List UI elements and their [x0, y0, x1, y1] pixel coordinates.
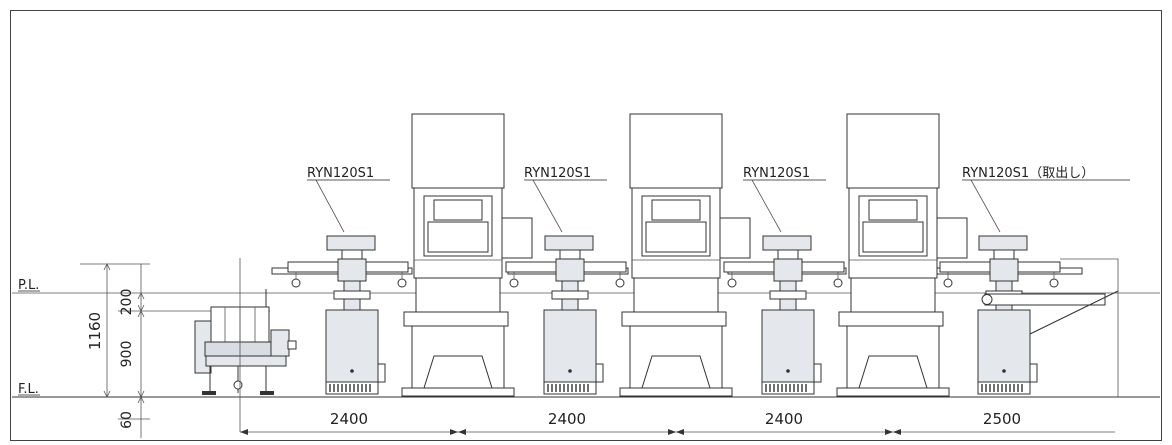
destacker-feeder-machine — [194, 289, 297, 395]
dim-lower-height: 900 — [119, 341, 135, 368]
pitch-dim-3: 2400 — [765, 410, 803, 428]
robot-unit-2 — [505, 235, 627, 395]
press-machine-3 — [836, 113, 968, 397]
robot-labels: RYN120S1 RYN120S1 RYN120S1 RYN120S1（取出し） — [307, 166, 1130, 233]
robot-unit-1 — [287, 235, 409, 395]
pitch-dimensions: 2400 2400 2400 2500 — [240, 410, 1115, 435]
level-labels: P.L. F.L. — [18, 278, 40, 397]
pl-label: P.L. — [18, 278, 39, 293]
robot-units — [287, 235, 1061, 395]
dim-upper-height: 200 — [119, 289, 135, 316]
pitch-dim-1: 2400 — [330, 410, 368, 428]
press-machine-2 — [619, 113, 751, 397]
vertical-dimensions: 1160 200 900 60 — [86, 263, 145, 438]
pitch-dim-4: 2500 — [983, 410, 1021, 428]
robot-unit-3 — [723, 235, 845, 395]
robot-label-1: RYN120S1 — [307, 166, 374, 181]
robot-label-4: RYN120S1（取出し） — [962, 166, 1094, 181]
press-machine-1 — [401, 113, 533, 397]
dim-below-floor: 60 — [119, 411, 135, 429]
robot-unit-4 — [939, 235, 1061, 395]
unloading-conveyor — [981, 258, 1119, 397]
fl-label: F.L. — [18, 382, 39, 397]
pitch-dim-2: 2400 — [548, 410, 586, 428]
press-machines — [401, 113, 968, 397]
dim-total-height: 1160 — [86, 312, 104, 350]
robot-label-2: RYN120S1 — [524, 166, 591, 181]
robot-label-3: RYN120S1 — [743, 166, 810, 181]
